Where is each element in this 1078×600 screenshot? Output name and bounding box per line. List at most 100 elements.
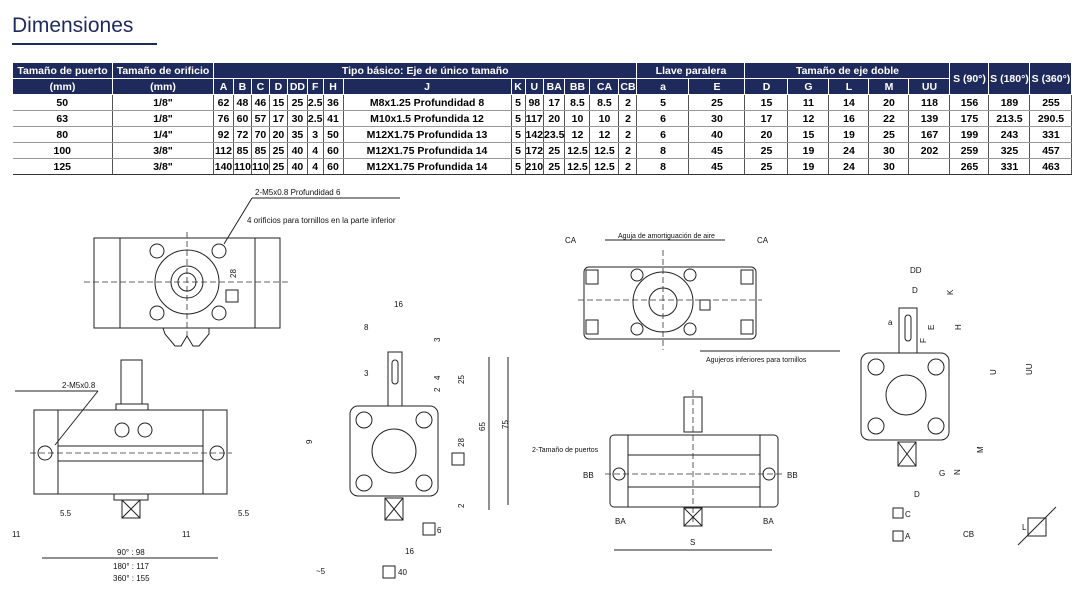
dim-16-bottom: 16 (405, 547, 414, 556)
table-cell: 25 (688, 94, 746, 111)
table-cell: 98 (525, 94, 545, 111)
table-cell: 19 (787, 142, 830, 159)
table-cell: 202 (908, 142, 951, 159)
table-cell: 118 (908, 94, 951, 111)
subheader-20: L (828, 78, 870, 95)
table-cell: 40 (287, 158, 308, 175)
note-bottom-holes: 4 orificios para tornillos en la parte i… (247, 216, 396, 225)
subheader-13: BB (564, 78, 591, 95)
dim-9: 9 (305, 439, 314, 444)
technical-drawings: 2-M5x0.8 Profundidad 6 4 orificios para … (12, 188, 1057, 583)
dim-s: S (690, 538, 695, 547)
table-cell: 60 (323, 142, 344, 159)
table-cell: 25 (269, 158, 288, 175)
dim-cb: CB (963, 530, 974, 539)
table-cell: 36 (323, 94, 344, 111)
table-cell: 14 (828, 94, 870, 111)
table-cell: 25 (744, 158, 789, 175)
subheader-7: F (306, 78, 324, 95)
subheader-0: (mm) (12, 78, 113, 95)
subheader-9: J (342, 78, 512, 95)
table-cell: 156 (949, 94, 990, 111)
dim-40: 40 (398, 568, 407, 577)
table-cell: 6 (636, 126, 690, 143)
table-cell: 15 (744, 94, 789, 111)
table-cell: 48 (233, 94, 252, 111)
table-cell: M10x1.5 Profundida 12 (343, 110, 512, 127)
dim-e: E (927, 325, 936, 330)
header-basic: Tipo básico: Eje de único tamaño (212, 62, 638, 79)
dim-k: K (946, 289, 955, 295)
table-cell: 30 (287, 110, 308, 127)
table-cell: 62 (213, 94, 234, 111)
table-cell: 20 (868, 94, 910, 111)
table-cell: 23.5 (543, 126, 566, 143)
drawing-front-right: DD D K a E H F U UU M N G D C A CB L (860, 266, 1057, 546)
table-cell: 76 (213, 110, 234, 127)
table-cell: 265 (949, 158, 990, 175)
subheader-15: CB (618, 78, 638, 95)
table-cell: 85 (251, 142, 270, 159)
table-cell: 15 (787, 126, 830, 143)
table-cell: 17 (543, 94, 566, 111)
table-cell: 17 (269, 110, 288, 127)
table-cell: 213.5 (988, 110, 1031, 127)
table-cell: 25 (744, 142, 789, 159)
table-cell: 3/8" (112, 142, 214, 159)
table-cell: M12X1.75 Profundida 14 (343, 158, 512, 175)
drawing-top-left: 2-M5x0.8 Profundidad 6 4 orificios para … (84, 188, 400, 347)
header-s90: S (90°) (949, 62, 990, 95)
dim-a-bottom: A (905, 532, 911, 541)
table-cell: 45 (688, 142, 746, 159)
table-cell: 30 (868, 158, 910, 175)
table-cell: 25 (543, 142, 566, 159)
table-cell: 1/8" (112, 110, 214, 127)
header-s360: S (360°) (1029, 62, 1073, 95)
table-cell: 5 (511, 110, 526, 127)
subheader-12: BA (543, 78, 566, 95)
table-cell: 10 (589, 110, 620, 127)
table-cell: 1/4" (112, 126, 214, 143)
dim-d-top: D (912, 286, 918, 295)
dim-f: F (919, 338, 928, 343)
table-cell: 25 (269, 142, 288, 159)
table-cell: 11 (787, 94, 830, 111)
table-cell: 70 (251, 126, 270, 143)
table-cell: 2 (618, 126, 638, 143)
subheader-1: (mm) (112, 78, 214, 95)
subheader-17: E (688, 78, 746, 95)
header-double: Tamaño de eje doble (744, 62, 951, 79)
subheader-4: C (250, 78, 270, 95)
table-cell: 60 (323, 158, 344, 175)
table-cell: 125 (12, 158, 113, 175)
table-cell: 85 (233, 142, 252, 159)
table-cell: 5 (636, 94, 690, 111)
table-cell: 60 (233, 110, 252, 127)
dim-l: L (1022, 523, 1027, 532)
dim-ba-right: BA (763, 517, 774, 526)
note-air-needle: Aguja de amortiguación de aire (618, 233, 715, 240)
table-cell: 8.5 (564, 94, 591, 111)
table-cell: 19 (828, 126, 870, 143)
table-cell: 20 (543, 110, 566, 127)
table-cell: 331 (988, 158, 1031, 175)
header-orifice: Tamaño de orificio (112, 62, 214, 79)
table-cell: 15 (269, 94, 288, 111)
table-cell: 12.5 (564, 142, 591, 159)
table-cell: 243 (988, 126, 1031, 143)
subheader-18: D (744, 78, 789, 95)
table-cell: 2.5 (307, 110, 324, 127)
table-cell: 142 (525, 126, 545, 143)
note-ports: 2-Tamaño de puertos (532, 447, 599, 454)
subheader-6: DD (286, 78, 308, 95)
dim-6: 6 (437, 526, 442, 535)
dim-ba-left: BA (615, 517, 626, 526)
table-cell: 45 (688, 158, 746, 175)
dim-5: ~5 (316, 567, 326, 576)
subheader-16: a (636, 78, 690, 95)
table-cell: 12.5 (589, 142, 620, 159)
table-cell: 139 (908, 110, 951, 127)
